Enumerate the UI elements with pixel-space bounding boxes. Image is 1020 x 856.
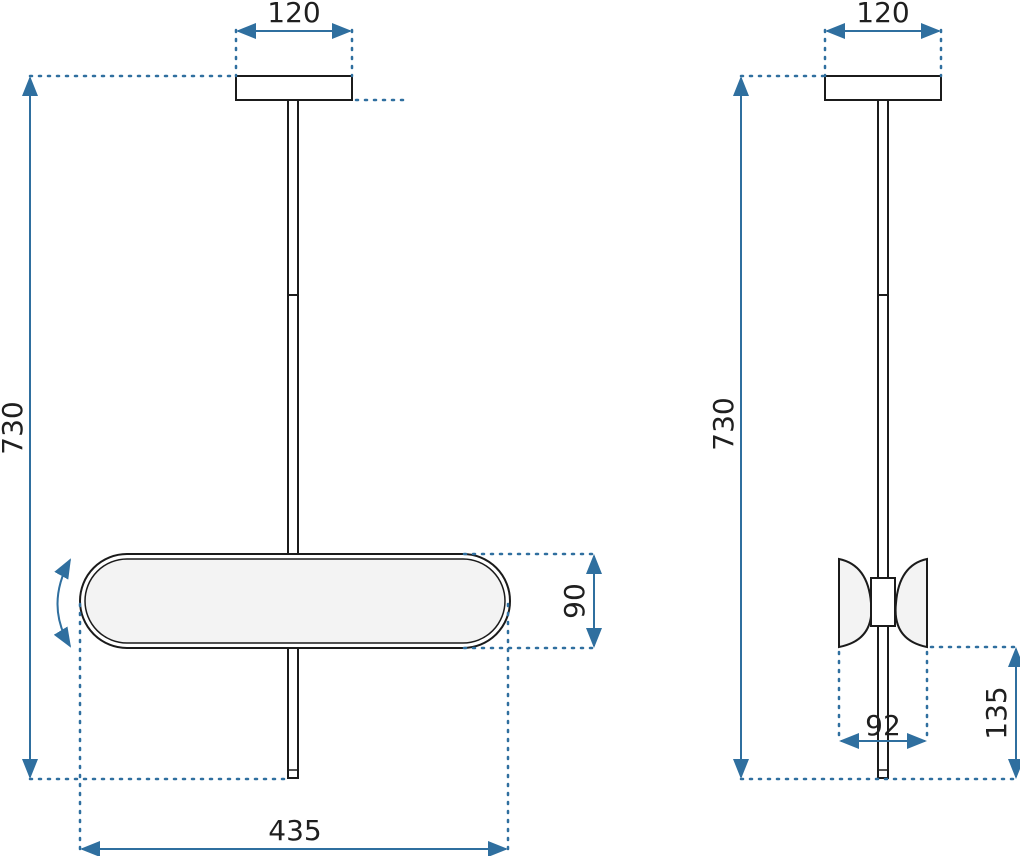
- front-canopy: [235, 75, 353, 101]
- side-left-shade: [838, 557, 873, 649]
- front-panel-height-label: 90: [558, 583, 591, 619]
- side-rod-upper: [877, 99, 889, 296]
- front-rod-lower: [287, 644, 299, 779]
- side-canopy: [824, 75, 942, 101]
- side-right-shade: [894, 557, 928, 649]
- front-view: 120 730 90 435: [0, 0, 602, 856]
- front-rod-middle: [287, 294, 299, 558]
- side-canopy-width-label: 120: [856, 0, 909, 29]
- front-panel-width-label: 435: [268, 814, 321, 847]
- front-canopy-width-label: 120: [267, 0, 320, 29]
- front-total-height-label: 730: [0, 401, 29, 454]
- front-rod-upper: [287, 99, 299, 296]
- side-view: 120 730 92 135: [707, 0, 1020, 781]
- side-hub: [870, 577, 896, 627]
- side-rod-middle: [877, 294, 889, 579]
- side-rod-lower: [877, 625, 889, 779]
- side-bottom-height-label: 135: [980, 686, 1013, 739]
- side-total-height-label: 730: [707, 397, 740, 450]
- rotation-arrow-icon: [53, 558, 72, 648]
- side-shade-width-label: 92: [865, 709, 901, 742]
- front-light-diffuser: [84, 558, 506, 644]
